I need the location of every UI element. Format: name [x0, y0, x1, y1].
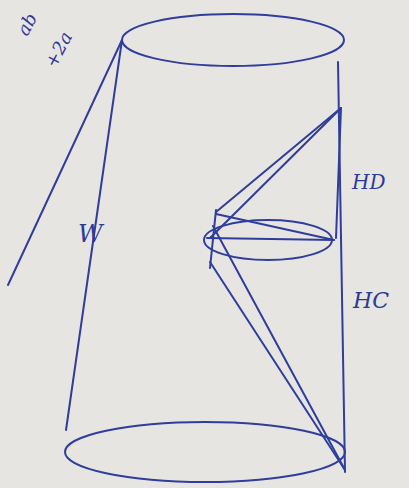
radius	[207, 238, 334, 240]
right-side	[338, 62, 345, 472]
ray	[216, 214, 334, 240]
ray	[213, 226, 345, 470]
slant-line	[8, 40, 122, 285]
ray	[210, 108, 341, 238]
margin-note: +2a	[42, 29, 75, 70]
ray	[210, 262, 345, 470]
segment	[336, 108, 341, 238]
top-ellipse	[122, 14, 344, 66]
bottom-ellipse	[65, 422, 345, 482]
dimension-label: W	[78, 222, 103, 246]
margin-note: ab	[14, 10, 40, 38]
pen-lines	[8, 14, 345, 482]
ray	[216, 108, 341, 212]
dimension-label: HC	[353, 290, 389, 312]
dimension-label: HD	[352, 172, 385, 192]
